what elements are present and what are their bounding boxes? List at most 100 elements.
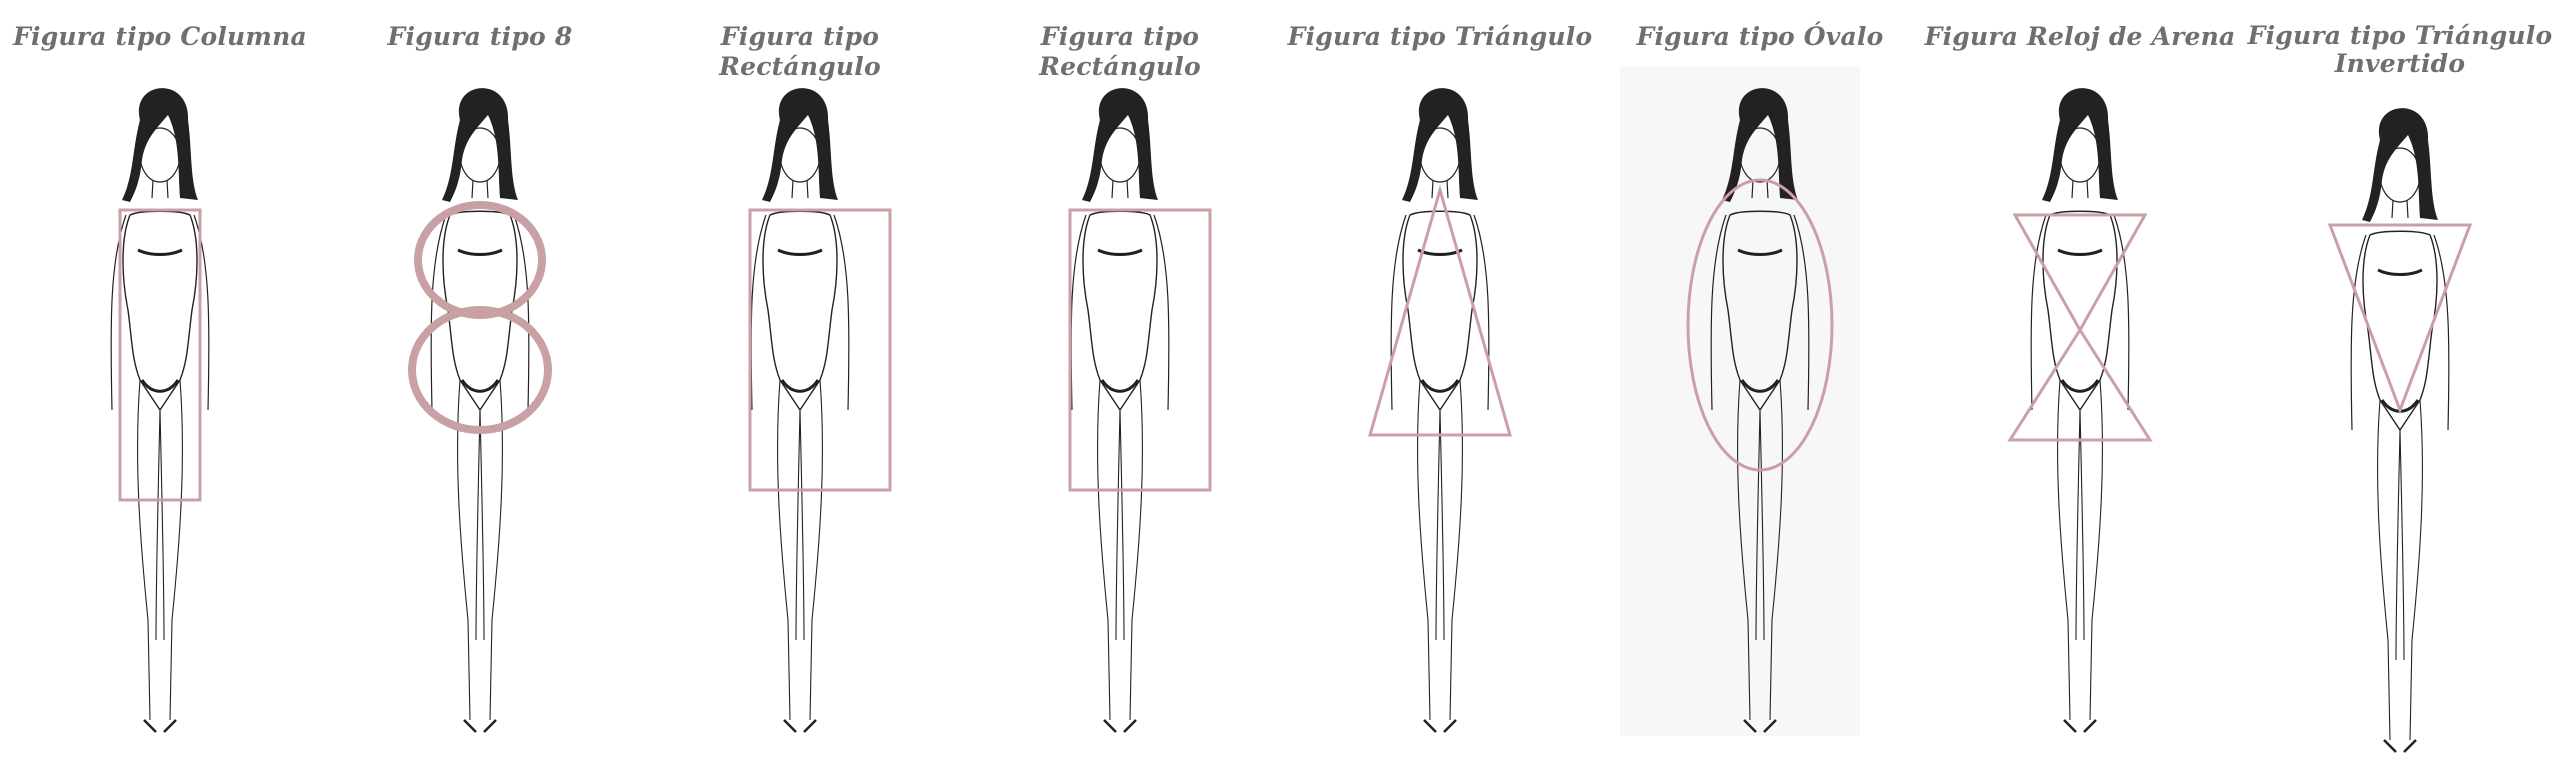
hair-shape (1722, 88, 1798, 202)
feet-lines (2063, 719, 2097, 733)
figure-title: Figura Reloj de Arena (1924, 22, 2236, 51)
figure-illustration (1980, 80, 2180, 740)
face-outline (1419, 127, 1461, 183)
leg-lines (457, 379, 503, 721)
figure-rectangle-2: Figura tipo Rectángulo (960, 0, 1280, 750)
figure-svg (2007, 88, 2153, 733)
neck-line (151, 179, 169, 199)
figure-triangle: Figura tipo Triángulo (1280, 0, 1600, 750)
neck-line (1431, 179, 1449, 199)
eight-bottom-overlay (408, 306, 552, 434)
face-outline (459, 127, 501, 183)
rectangle-overlay (748, 208, 892, 492)
neck-line (2071, 179, 2089, 199)
figure-title: Figura tipo Triángulo Invertido (2247, 21, 2553, 78)
neck-line (1111, 179, 1129, 199)
swimsuit-leg-line (140, 379, 180, 393)
leg-lines (1737, 379, 1783, 721)
bust-line (1737, 248, 1783, 256)
bust-line (1097, 248, 1143, 256)
leg-lines (2057, 379, 2103, 721)
face-outline (2379, 147, 2421, 203)
hourglass-bottom-overlay (2007, 327, 2153, 442)
figure-illustration (60, 80, 260, 740)
swimsuit-leg-line (2060, 379, 2100, 393)
face-outline (2059, 127, 2101, 183)
arm-lines (750, 214, 850, 411)
feet-lines (1423, 719, 1457, 733)
hair-shape (2042, 88, 2118, 202)
leg-lines (2377, 399, 2423, 741)
figure-inverted-triangle: Figura tipo Triángulo Invertido (2240, 0, 2560, 753)
neck-line (471, 179, 489, 199)
figure-illustration (2300, 100, 2500, 760)
hair-shape (442, 88, 518, 202)
swimsuit-leg-line (1100, 379, 1140, 393)
oval-overlay (1686, 178, 1834, 472)
bust-line (2057, 248, 2103, 256)
swimsuit-leg-line (780, 379, 820, 393)
arm-lines (110, 214, 210, 411)
eight-top-overlay (414, 201, 546, 319)
swimsuit-leg-line (460, 379, 500, 393)
torso-outline (1402, 210, 1478, 412)
hair-shape (122, 88, 198, 202)
figure-title: Figura tipo Columna (13, 22, 307, 51)
figure-title: Figura tipo Triángulo (1287, 22, 1593, 51)
inverted-triangle-overlay (2327, 223, 2473, 415)
feet-lines (2383, 739, 2417, 753)
arm-lines (1390, 214, 1490, 411)
figure-title: Figura tipo Rectángulo (1039, 22, 1201, 81)
rectangle-overlay (1068, 208, 1212, 492)
leg-lines (137, 379, 183, 721)
torso-outline (1722, 210, 1798, 412)
figure-eight: Figura tipo 8 (320, 0, 640, 750)
column-overlay (118, 208, 202, 502)
hair-shape (762, 88, 838, 202)
figure-svg (2327, 108, 2473, 753)
feet-lines (1743, 719, 1777, 733)
bust-line (1417, 248, 1463, 256)
leg-lines (1417, 379, 1463, 721)
figure-svg (1686, 88, 1834, 733)
neck-line (791, 179, 809, 199)
feet-lines (783, 719, 817, 733)
hair-shape (1402, 88, 1478, 202)
leg-lines (1097, 379, 1143, 721)
swimsuit-leg-line (1420, 379, 1460, 393)
figure-illustration (700, 80, 900, 740)
arm-lines (2350, 234, 2450, 431)
neck-line (1751, 179, 1769, 199)
figure-rectangle: Figura tipo Rectángulo (640, 0, 960, 750)
figure-svg (1368, 88, 1512, 733)
face-outline (1099, 127, 1141, 183)
figure-illustration (1660, 80, 1860, 740)
figure-title: Figura tipo Rectángulo (719, 22, 881, 81)
figure-illustration (380, 80, 580, 740)
figure-title: Figura tipo Óvalo (1636, 22, 1884, 51)
triangle-overlay (1368, 184, 1512, 437)
face-outline (139, 127, 181, 183)
hair-shape (1082, 88, 1158, 202)
figure-svg (110, 88, 210, 733)
bust-line (2377, 268, 2423, 276)
figure-svg (748, 88, 892, 733)
arm-lines (1710, 214, 1810, 411)
bust-line (457, 248, 503, 256)
feet-lines (143, 719, 177, 733)
leg-lines (777, 379, 823, 721)
face-outline (779, 127, 821, 183)
swimsuit-leg-line (1740, 379, 1780, 393)
face-outline (1739, 127, 1781, 183)
figure-hourglass: Figura Reloj de Arena (1920, 0, 2240, 750)
figure-oval: Figura tipo Óvalo (1600, 0, 1920, 750)
figure-column: Figura tipo Columna (0, 0, 320, 750)
torso-outline (762, 210, 838, 412)
figure-title: Figura tipo 8 (387, 22, 573, 51)
arm-lines (1070, 214, 1170, 411)
hair-shape (2362, 108, 2438, 222)
hourglass-top-overlay (2012, 213, 2148, 334)
feet-lines (1103, 719, 1137, 733)
feet-lines (463, 719, 497, 733)
